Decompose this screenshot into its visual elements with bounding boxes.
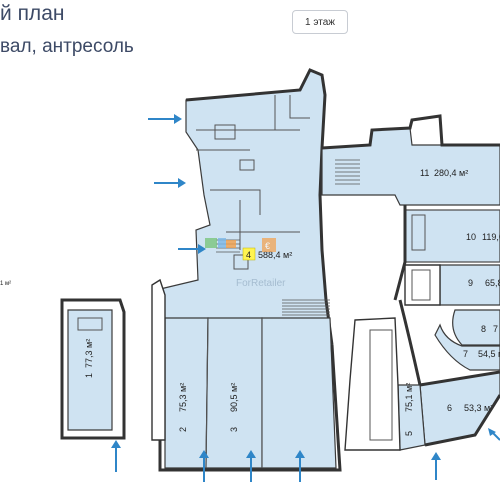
entrance-arrow-2: [154, 178, 186, 188]
entrance-arrow-4: [111, 440, 121, 472]
room-2-number: 2: [178, 427, 188, 432]
room-5-area: 75,1 м²: [404, 383, 414, 412]
room-10-number: 10: [466, 232, 476, 242]
room-6-number: 6: [447, 403, 452, 413]
page-subtitle: вал, антресоль: [0, 36, 134, 57]
entrance-arrow-8: [431, 452, 441, 480]
svg-text:€: €: [265, 241, 270, 251]
room-1-shape: [67, 309, 113, 431]
room-strip-shape: [261, 317, 337, 469]
room-4-shape: [155, 69, 333, 346]
room-11-shape: [321, 127, 500, 206]
room-7-label: 7 54,5 м: [463, 349, 500, 359]
room-1-label: 1 77,3 м²: [84, 339, 94, 378]
watermark-badge: €: [262, 238, 276, 252]
room-5-label: 5 75,1 м²: [404, 383, 414, 436]
room-8-area: 7: [493, 324, 498, 334]
room-3-area: 90,5 м²: [229, 383, 239, 412]
room-7-shape: [434, 323, 500, 371]
room-1-area: 77,3 м²: [84, 339, 94, 368]
floor-selector-button[interactable]: 1 этаж: [292, 10, 348, 34]
room-4-area: 588,4 м²: [258, 250, 292, 260]
room-9-number: 9: [468, 278, 473, 288]
entrance-arrow-9: [488, 428, 500, 441]
entrance-arrow-6: [246, 450, 256, 482]
room-5-number: 5: [404, 431, 414, 436]
watermark-logo: ForRetailer: [205, 238, 286, 289]
room-2-label: 2 75,3 м²: [178, 383, 188, 432]
room-10-label: 10 119,0: [466, 232, 500, 242]
room-2-area: 75,3 м²: [178, 383, 188, 412]
room-6-label: 6 53,3 м²: [447, 403, 493, 413]
room-3-label: 3 90,5 м²: [229, 383, 239, 432]
room-4-label: 4 588,4 м²: [242, 247, 292, 261]
right-courtyard-building-shape: [344, 317, 401, 451]
left-outbuilding-shape: [151, 278, 166, 441]
room-7-number: 7: [463, 349, 468, 359]
page-title: й план: [0, 2, 65, 25]
room-4-number: 4: [246, 250, 251, 260]
entrance-arrow-1: [148, 114, 182, 124]
room-8-number: 8: [481, 324, 486, 334]
entrance-arrow-5: [199, 450, 209, 482]
room-10-area: 119,0: [482, 232, 500, 242]
room-11-area: 280,4 м²: [434, 168, 468, 178]
room-8-label: 8 7: [481, 324, 498, 334]
room-11-number: 11: [420, 168, 429, 178]
left-edge-fragment-text: 1 м²: [0, 281, 11, 287]
room-8-shape: [452, 309, 500, 346]
room-9-area: 65,8: [485, 278, 500, 288]
room-1-number: 1: [84, 373, 94, 378]
room-11-label: 11 280,4 м²: [420, 168, 468, 178]
room-3-number: 3: [229, 427, 239, 432]
entrance-arrow-3: [178, 244, 206, 254]
entrance-arrow-7: [295, 450, 305, 482]
room-9-label: 9 65,8: [468, 278, 500, 288]
room-6-area: 53,3 м²: [464, 403, 493, 413]
watermark-text: ForRetailer: [236, 278, 286, 289]
room-7-area: 54,5 м: [478, 349, 500, 359]
